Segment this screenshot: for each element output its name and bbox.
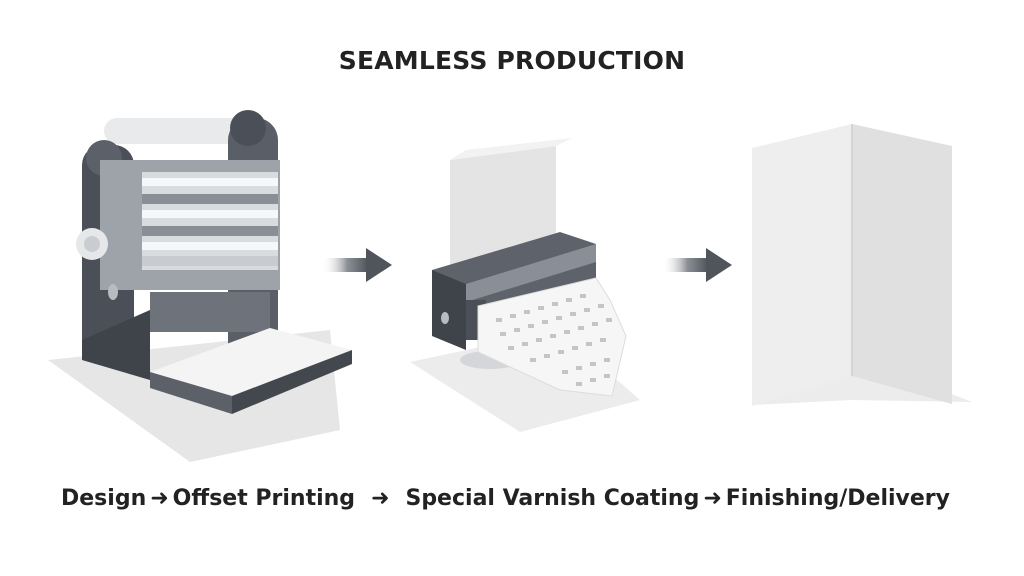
flow-arrow-icon: [662, 248, 732, 282]
folded-sheet-icon: [752, 124, 972, 406]
varnish-coater-icon: [410, 138, 640, 432]
step-special-varnish-coating: Special Varnish Coating: [405, 486, 700, 511]
step-separator-icon: ➜: [150, 486, 169, 511]
diagram-title: SEAMLESS PRODUCTION: [338, 46, 686, 75]
step-separator-icon: ➜: [703, 486, 722, 511]
printing-press-icon: [48, 110, 352, 462]
step-finishing-delivery: Finishing/Delivery: [725, 486, 950, 511]
step-separator-icon: ➜: [371, 486, 390, 511]
step-offset-printing: Offset Printing: [172, 486, 356, 511]
step-design: Design: [61, 486, 147, 511]
flow-arrow-icon: [322, 248, 392, 282]
process-steps: Design➜Offset Printing➜Special Varnish C…: [61, 482, 991, 516]
